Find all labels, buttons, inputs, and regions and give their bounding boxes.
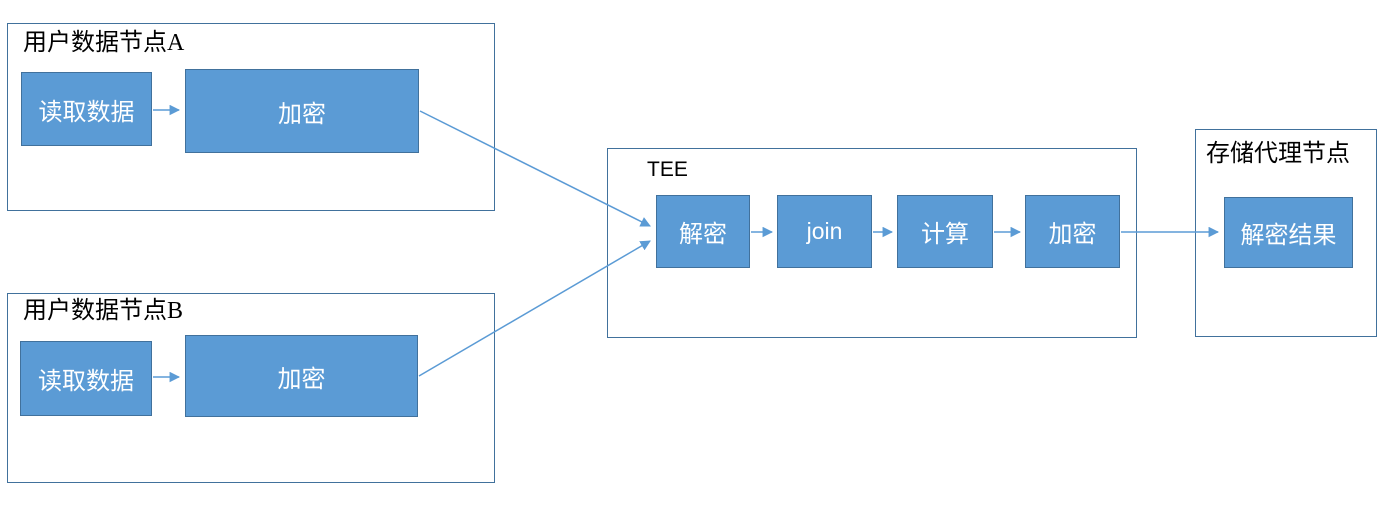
tee-step-decrypt: 解密 (656, 195, 750, 268)
node-a-read-data: 读取数据 (21, 72, 152, 146)
tee-step-compute: 计算 (897, 195, 993, 268)
tee-step-join: join (777, 195, 872, 268)
container-tee-title: TEE (647, 158, 688, 181)
container-user-node-b (7, 293, 495, 483)
node-a-encrypt: 加密 (185, 69, 419, 153)
container-storage-proxy (1195, 129, 1377, 337)
storage-decrypt-result: 解密结果 (1224, 197, 1353, 268)
container-storage-proxy-title: 存储代理节点 (1206, 141, 1350, 167)
container-user-node-a-title: 用户数据节点A (23, 30, 185, 56)
container-user-node-b-title: 用户数据节点B (23, 298, 184, 324)
node-b-read-data: 读取数据 (20, 341, 152, 416)
tee-step-encrypt: 加密 (1025, 195, 1120, 268)
node-b-encrypt: 加密 (185, 335, 418, 417)
